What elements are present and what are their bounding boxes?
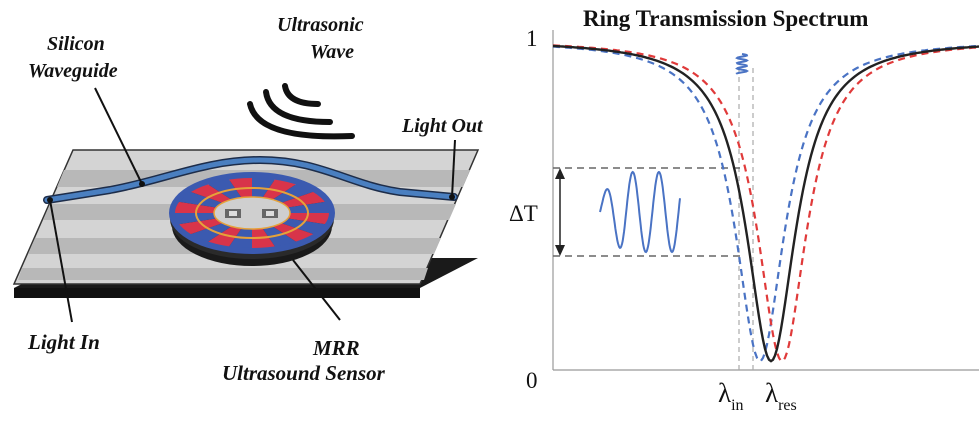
leader-line — [451, 139, 456, 198]
y-tick-top: 1 — [526, 26, 538, 51]
ring-outer-band — [169, 172, 335, 254]
slab-stripe — [18, 268, 428, 280]
wavelength-modulation-signal — [735, 53, 749, 75]
ultrasonic-arc-icon — [247, 101, 355, 140]
slab-side — [14, 288, 420, 298]
ultrasonic-arc-icon — [263, 89, 333, 125]
label-mrr: MRR — [312, 336, 360, 360]
ring-gold-trace — [195, 187, 309, 239]
electrode-inner — [229, 211, 237, 216]
leader-line — [49, 199, 73, 323]
label-wave: Wave — [310, 41, 354, 63]
label-light-in: Light In — [27, 330, 100, 354]
spectrum-chart: Ring Transmission Spectrum 1 0 ΔT λin λr… — [509, 6, 979, 414]
delta-arrow-head-down — [555, 245, 565, 256]
label-ultrasonic: Ultrasonic — [277, 14, 364, 36]
intensity-modulation-signal — [599, 170, 681, 254]
label-silicon: Silicon — [47, 33, 105, 55]
electrode-inner — [266, 211, 274, 216]
leader-line — [292, 259, 341, 321]
delta-arrow-head-up — [555, 168, 565, 179]
center-spectrum — [552, 44, 979, 363]
mrr-illustration: Silicon Waveguide Ultrasonic Wave Light … — [12, 14, 484, 385]
lambda-in-label: λin — [718, 378, 744, 414]
silicon-waveguide-core — [44, 157, 457, 203]
ring-center — [213, 196, 291, 230]
label-waveguide: Waveguide — [28, 60, 118, 82]
delta-t-label: ΔT — [509, 201, 538, 226]
y-tick-bottom: 0 — [526, 368, 538, 393]
lambda-res-label: λres — [765, 378, 797, 414]
red-shifted-spectrum — [552, 44, 979, 362]
label-ultrasound-sensor: Ultrasound Sensor — [222, 361, 386, 385]
leader-line — [94, 87, 143, 185]
chart-title: Ring Transmission Spectrum — [583, 6, 868, 31]
ultrasonic-arc-icon — [282, 83, 321, 107]
label-light-out: Light Out — [401, 115, 484, 137]
blue-shifted-spectrum — [552, 44, 979, 362]
